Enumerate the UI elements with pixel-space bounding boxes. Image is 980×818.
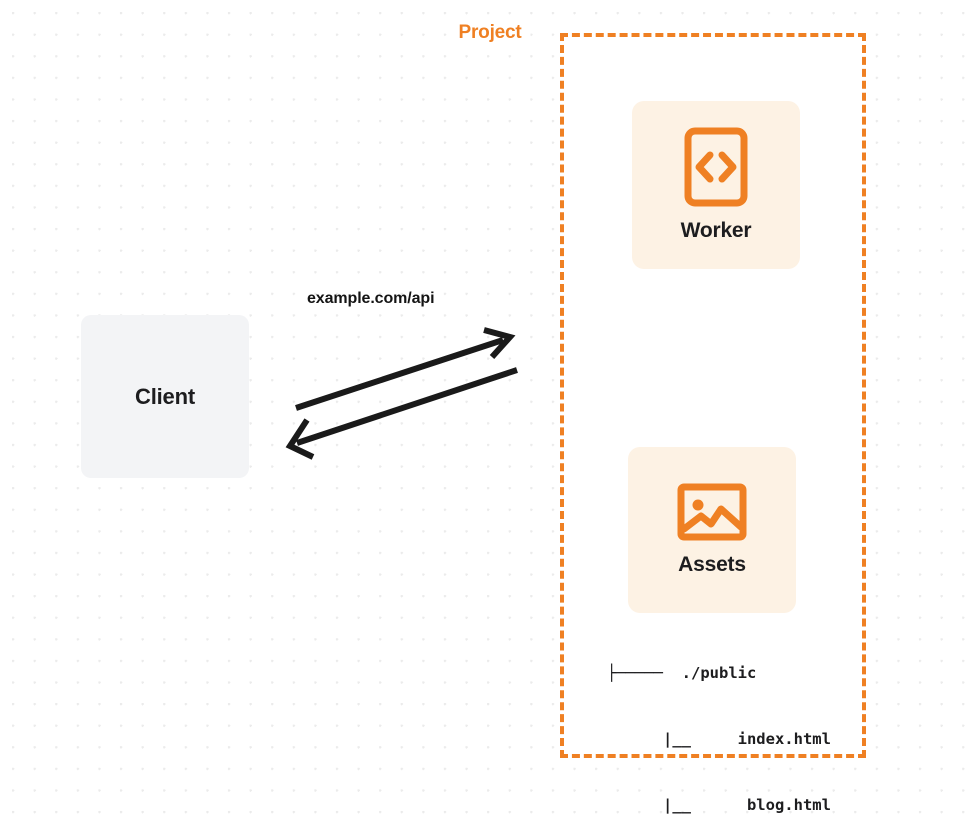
request-arrow-icon [295, 327, 516, 411]
file-tree-line: ├───── ./public [607, 664, 757, 682]
image-icon [677, 483, 747, 541]
worker-node[interactable]: Worker [632, 101, 800, 269]
file-tree-line: |__ blog.html [607, 796, 831, 814]
assets-file-tree: ├───── ./public |__ index.html |__ blog.… [607, 618, 831, 818]
assets-label: Assets [678, 553, 746, 576]
assets-node[interactable]: Assets [628, 447, 796, 613]
connection-label: example.com/api [307, 290, 435, 307]
client-node[interactable]: Client [81, 315, 249, 478]
project-title: Project [449, 22, 531, 44]
code-brackets-icon [684, 127, 748, 207]
response-arrow-icon [285, 367, 518, 460]
worker-label: Worker [680, 219, 752, 242]
client-label: Client [135, 383, 195, 409]
file-tree-line: |__ index.html [607, 730, 831, 748]
